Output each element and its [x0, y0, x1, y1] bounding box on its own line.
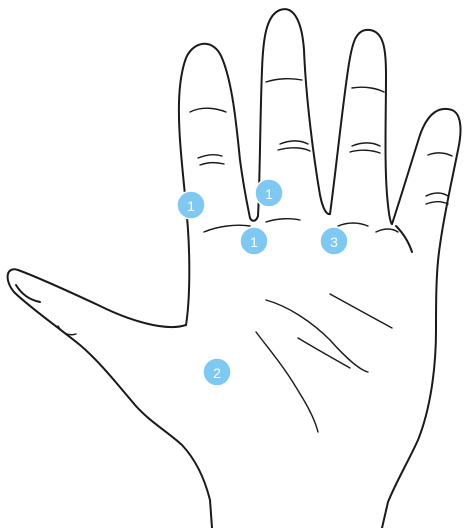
marker-label: 2 [213, 365, 221, 381]
marker-palm-upper-middle: 1 [240, 227, 268, 255]
marker-palm-upper-ring: 3 [320, 227, 348, 255]
marker-label: 3 [330, 234, 338, 250]
marker-middle-gap: 1 [255, 179, 283, 207]
hand-outline [8, 9, 461, 528]
marker-label: 1 [250, 234, 258, 250]
marker-index-base: 1 [177, 191, 205, 219]
markers: 1 1 1 3 2 [177, 179, 348, 386]
marker-label: 1 [187, 198, 195, 214]
marker-palm-center: 2 [203, 358, 231, 386]
marker-label: 1 [265, 186, 273, 202]
